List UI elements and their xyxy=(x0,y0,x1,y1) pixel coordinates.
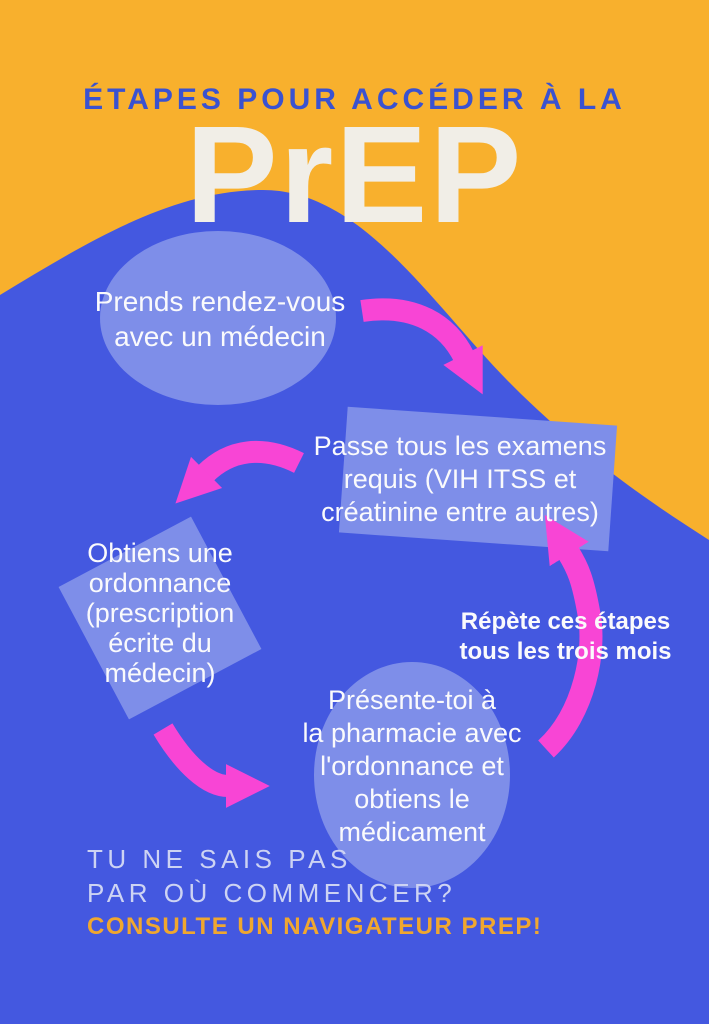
curved-arrow-4-icon xyxy=(537,514,603,758)
step-1-text: Prends rendez-vous avec un médecin xyxy=(70,284,370,354)
footer-question-line1: TU NE SAIS PAS xyxy=(87,844,352,874)
step-4-line: l'ordonnance et xyxy=(320,751,504,781)
step-4-line: la pharmacie avec xyxy=(302,718,522,748)
step-3-line: Obtiens une xyxy=(87,538,233,568)
step-1-line: avec un médecin xyxy=(114,321,326,352)
step-3-line: écrite du xyxy=(108,628,212,658)
footer-question-line2: PAR OÙ COMMENCER? xyxy=(87,878,457,908)
step-4-line: obtiens le xyxy=(354,784,470,814)
repeat-note-line: Répète ces étapes xyxy=(460,608,671,635)
step-4-line: médicament xyxy=(338,817,486,847)
step-3-line: ordonnance xyxy=(88,568,232,598)
step-1-bubble xyxy=(100,231,336,405)
repeat-note-line: tous les trois mois xyxy=(459,638,672,665)
step-2-line: requis (VIH ITSS et xyxy=(343,464,577,494)
poster-title-prep: PrEP xyxy=(185,98,524,252)
step-3-text: Obtiens une ordonnance (prescription écr… xyxy=(35,538,285,688)
orange-wave-shape xyxy=(0,0,709,540)
curved-arrow-2-icon xyxy=(175,440,304,504)
step-4-line: Présente-toi à xyxy=(327,685,497,715)
curved-arrow-3-icon xyxy=(153,723,270,808)
step-2-text: Passe tous les examens requis (VIH ITSS … xyxy=(306,430,614,529)
step-4-text: Présente-toi à la pharmacie avec l'ordon… xyxy=(287,684,537,849)
step-2-line: créatinine entre autres) xyxy=(321,497,599,527)
step-3-line: (prescription xyxy=(85,598,235,628)
step-4-bubble xyxy=(314,662,510,888)
footer-cta: CONSULTE UN NAVIGATEUR PREP! xyxy=(87,913,543,940)
footer-question: TU NE SAIS PAS PAR OÙ COMMENCER? xyxy=(87,842,456,910)
step-3-line: médecin) xyxy=(104,658,216,688)
step-1-line: Prends rendez-vous xyxy=(94,286,346,317)
poster-subtitle: ÉTAPES POUR ACCÉDER À LA xyxy=(83,83,626,116)
orange-wave-background xyxy=(0,0,709,540)
repeat-note: Répète ces étapes tous les trois mois xyxy=(443,607,688,667)
curved-arrow-1-icon xyxy=(360,298,483,395)
step-2-line: Passe tous les examens xyxy=(313,431,607,461)
